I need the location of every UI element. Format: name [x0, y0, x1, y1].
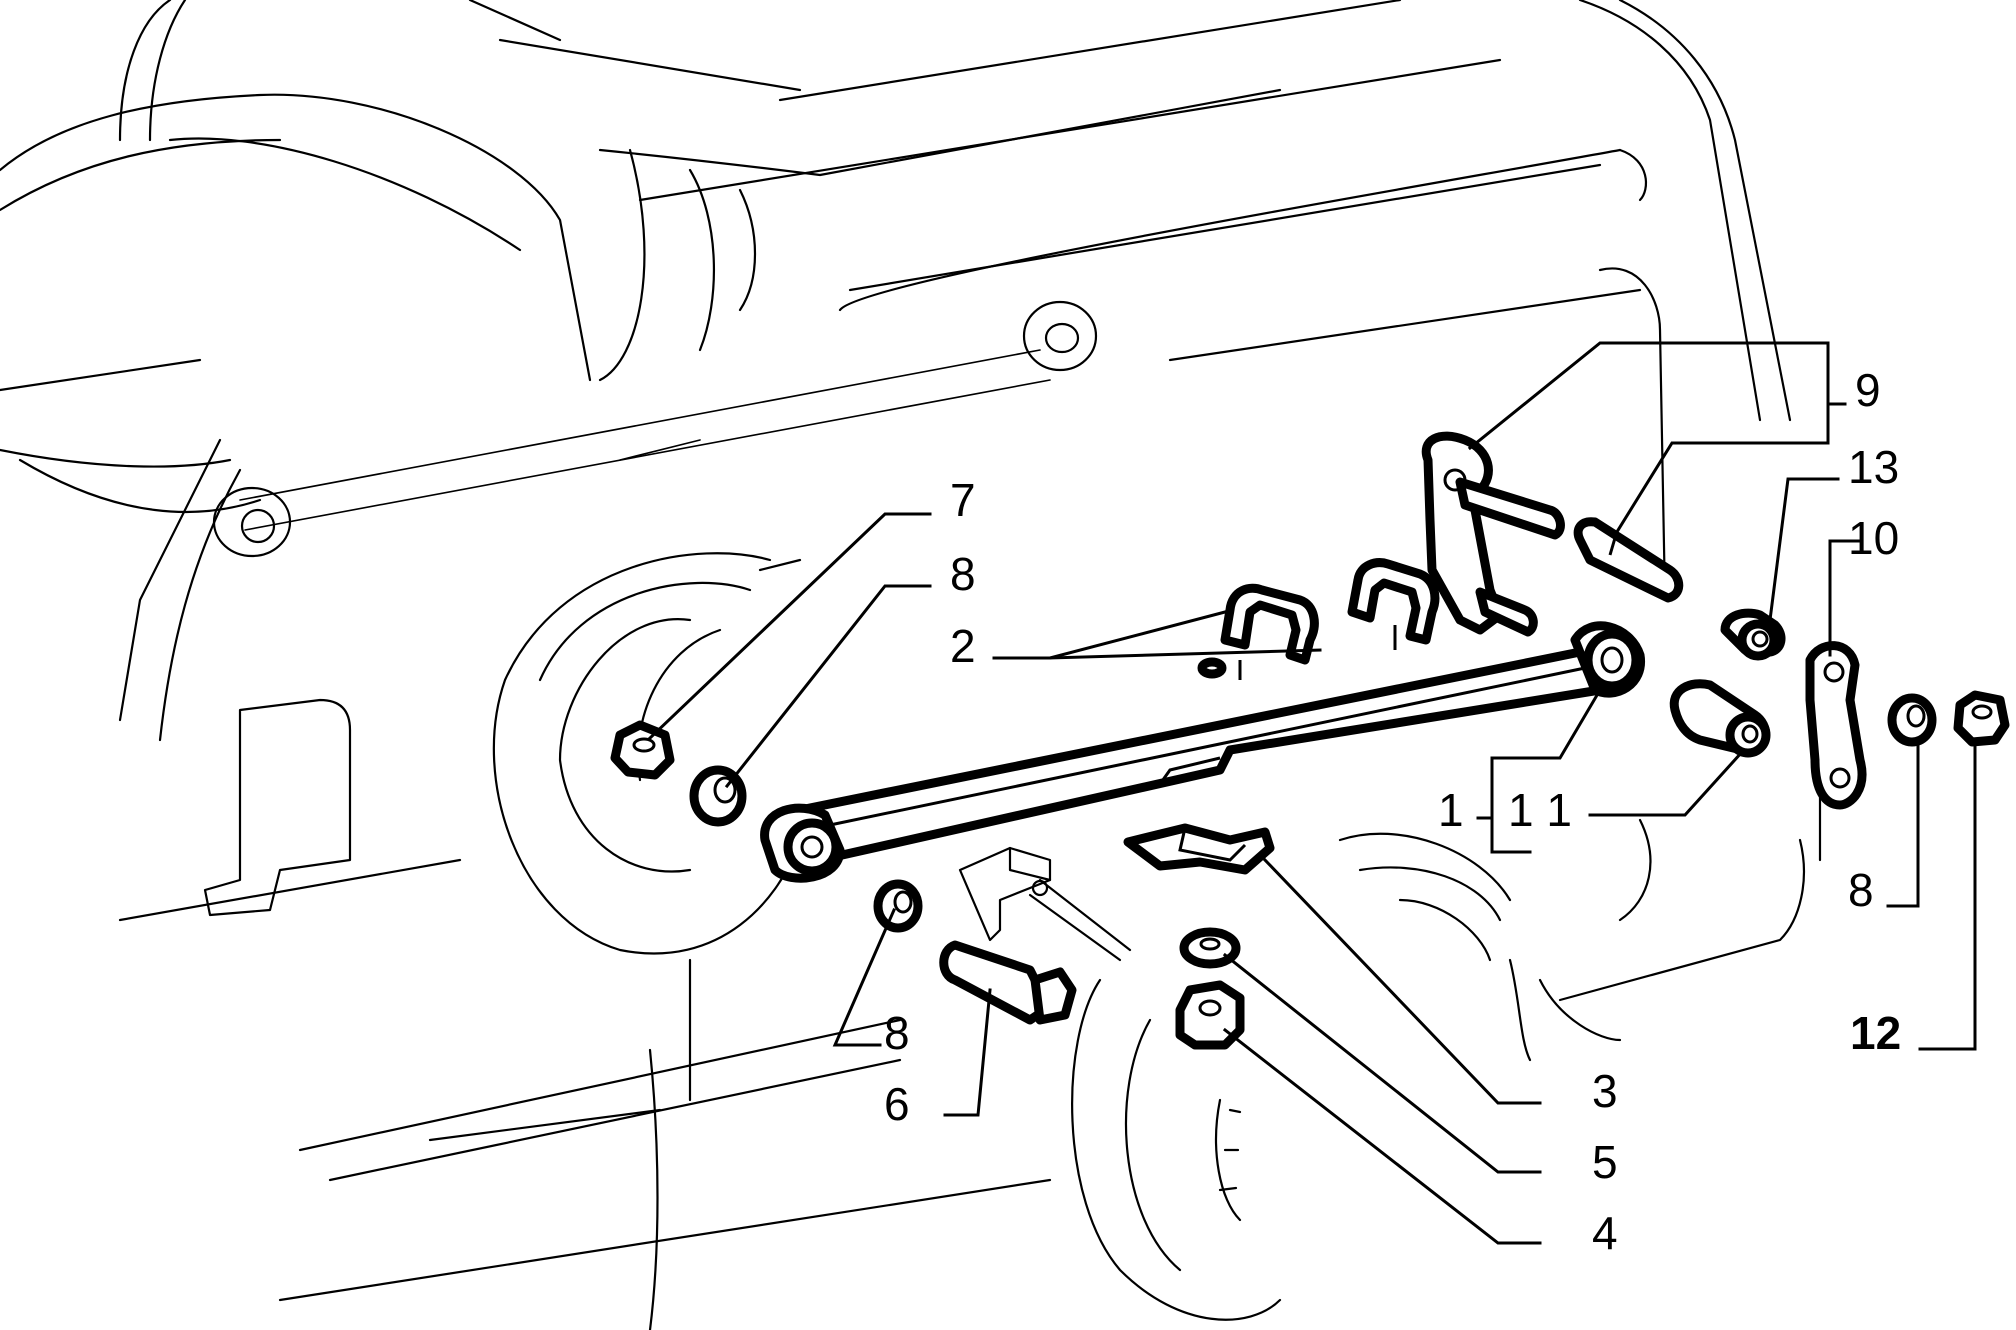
callout-12: 12	[1850, 1007, 1901, 1059]
callout-5: 5	[1592, 1136, 1618, 1188]
callout-3: 3	[1592, 1065, 1618, 1117]
rear-wheel-right	[1071, 832, 1512, 1321]
spring-pad	[1123, 823, 1275, 875]
lower-trailing-arm	[760, 621, 1645, 883]
callout-2: 2	[950, 620, 976, 672]
callout-13: 13	[1848, 441, 1899, 493]
washer-8-left-lower	[873, 879, 923, 933]
shackle-plate-9	[1421, 431, 1684, 637]
nut-7	[610, 720, 675, 780]
vehicle-body-outline	[0, 0, 1822, 1330]
bolt-6	[939, 940, 1077, 1025]
callout-6: 6	[884, 1078, 910, 1130]
callout-8-left-lower: 8	[884, 1007, 910, 1059]
callout-9: 9	[1855, 364, 1881, 416]
callout-10: 10	[1848, 512, 1899, 564]
rear-wheel-left	[492, 552, 802, 955]
callout-8-left-upper: 8	[950, 548, 976, 600]
u-bolt-pair	[1197, 558, 1440, 680]
mounting-bracket	[958, 846, 1132, 962]
callout-1: 1	[1438, 784, 1464, 836]
callout-11: 1 1	[1508, 784, 1572, 836]
bushing-11	[1669, 679, 1771, 758]
callout-4: 4	[1592, 1207, 1618, 1259]
callout-labels: 7 8 2 8 6 3 5 4 9 13 10 1 1 1 8 12	[884, 364, 1901, 1259]
shackle-plate-10	[1805, 641, 1867, 810]
leader-lines	[647, 341, 1977, 1245]
washer-8-right	[1887, 693, 1937, 747]
bushing-13	[1720, 608, 1786, 661]
callout-8-right: 8	[1848, 864, 1874, 916]
nut-12	[1953, 690, 2010, 747]
callout-7: 7	[950, 474, 976, 526]
washer-5	[1179, 927, 1241, 969]
